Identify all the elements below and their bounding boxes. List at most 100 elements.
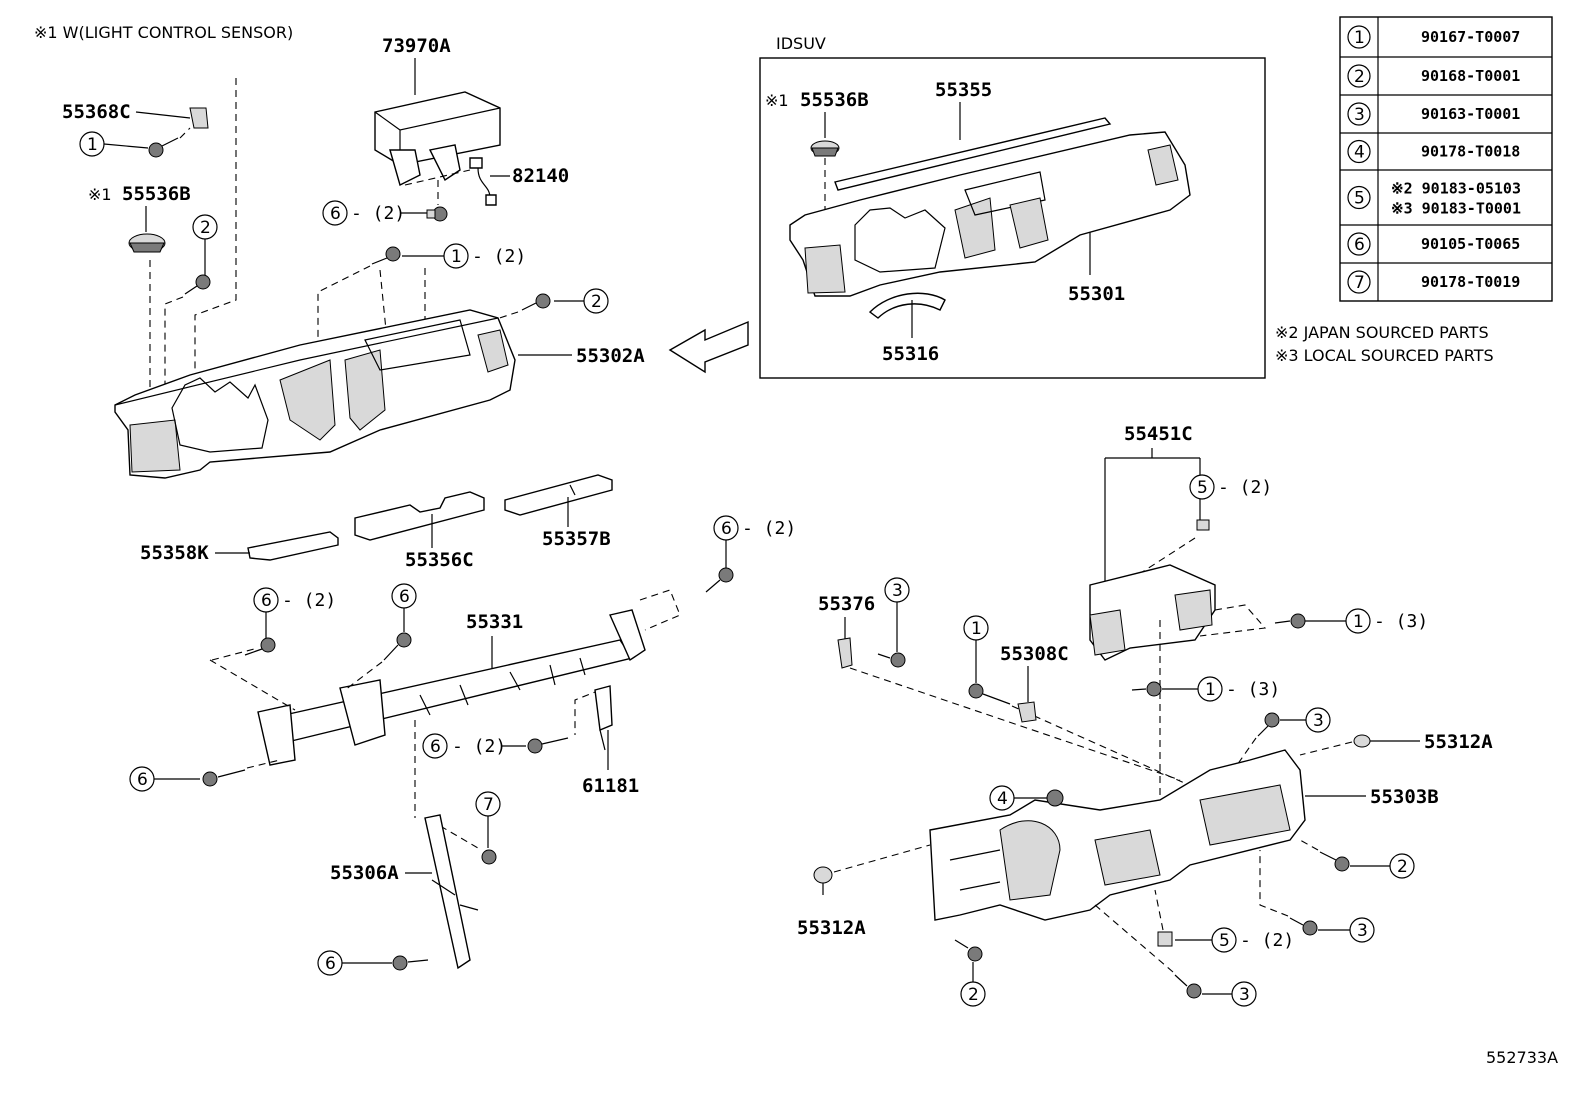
callout-6[interactable]: 6 — [399, 587, 410, 607]
part-55303B[interactable] — [929, 749, 1306, 921]
part-label-55536B[interactable]: 55536B — [800, 89, 869, 111]
part-label-55357B[interactable]: 55357B — [542, 528, 611, 550]
part-55355[interactable] — [834, 117, 1112, 191]
part-55306A[interactable] — [424, 814, 479, 970]
table-ref-circle — [1347, 25, 1371, 49]
callout-6[interactable]: 6 — [137, 770, 148, 790]
part-55368C[interactable] — [189, 107, 209, 129]
callout-3[interactable]: 3 — [892, 581, 903, 601]
callout-qty: - (2) — [351, 203, 405, 224]
callout-qty: - (2) — [282, 590, 336, 611]
clip-icon — [813, 866, 833, 895]
callout-6[interactable]: 6 — [721, 519, 732, 539]
screw-icon — [1289, 917, 1318, 936]
callout-qty: - (3) — [1374, 611, 1428, 632]
part-label-55356C[interactable]: 55356C — [405, 549, 474, 571]
part-label-55331[interactable]: 55331 — [466, 611, 523, 633]
part-label-55308C[interactable]: 55308C — [1000, 643, 1069, 665]
part-label-55306A[interactable]: 55306A — [330, 862, 399, 884]
diagram-id: 552733A — [1486, 1048, 1558, 1067]
callout-5[interactable]: 5 — [1219, 931, 1230, 951]
part-label-55316[interactable]: 55316 — [882, 343, 939, 365]
idsuv-inset — [759, 57, 1266, 379]
callout-qty: - (2) — [452, 736, 506, 757]
note-mark: ※1 — [765, 91, 789, 110]
part-55331[interactable] — [257, 609, 646, 766]
callout-6[interactable]: 6 — [430, 737, 441, 757]
part-55536B[interactable] — [128, 233, 166, 253]
part-label-55312A[interactable]: 55312A — [1424, 731, 1493, 753]
part-label-55376[interactable]: 55376 — [818, 593, 875, 615]
table-part-number: 90163-T0001 — [1421, 105, 1520, 123]
bolt-icon — [383, 632, 412, 661]
callout-6[interactable]: 6 — [325, 954, 336, 974]
part-label-55301[interactable]: 55301 — [1068, 283, 1125, 305]
part-label-55302A[interactable]: 55302A — [576, 345, 645, 367]
callout-7[interactable]: 7 — [483, 795, 494, 815]
local-note: ※3 LOCAL SOURCED PARTS — [1275, 346, 1494, 365]
table-ref-number: 3 — [1354, 105, 1365, 125]
part-label-55536B[interactable]: 55536B — [122, 183, 191, 205]
part-label-55368C[interactable]: 55368C — [62, 101, 131, 123]
table-part-number: 90168-T0001 — [1421, 67, 1520, 85]
part-label-82140[interactable]: 82140 — [512, 165, 569, 187]
callout-2[interactable]: 2 — [968, 985, 979, 1005]
part-82140[interactable] — [469, 157, 497, 206]
callout-2[interactable]: 2 — [1397, 857, 1408, 877]
part-61181[interactable] — [594, 685, 613, 751]
part-label-61181[interactable]: 61181 — [582, 775, 639, 797]
callout-1[interactable]: 1 — [1353, 612, 1364, 632]
part-55536B[interactable] — [810, 140, 840, 157]
note-mark: ※1 — [88, 185, 112, 204]
part-55356C[interactable] — [354, 491, 485, 541]
screw-icon — [877, 652, 906, 668]
callout-3[interactable]: 3 — [1357, 921, 1368, 941]
part-55308C[interactable] — [1017, 701, 1037, 723]
nut-icon — [481, 849, 497, 865]
bolt-icon — [392, 955, 429, 971]
part-label-55312A[interactable]: 55312A — [797, 917, 866, 939]
part-55358K[interactable] — [247, 531, 339, 561]
callout-qty: - (3) — [1226, 679, 1280, 700]
screw-icon — [1131, 681, 1162, 697]
part-label-55358K[interactable]: 55358K — [140, 542, 209, 564]
table-part-number: 90178-T0019 — [1421, 273, 1520, 291]
table-ref-number: 6 — [1354, 235, 1365, 255]
table-ref-circle — [1347, 270, 1371, 294]
callout-2[interactable]: 2 — [591, 292, 602, 312]
part-55316[interactable] — [868, 292, 946, 319]
part-55376[interactable] — [837, 637, 853, 669]
callout-5[interactable]: 5 — [1197, 478, 1208, 498]
callout-4[interactable]: 4 — [997, 789, 1008, 809]
callout-1[interactable]: 1 — [971, 619, 982, 639]
part-55357B[interactable] — [504, 474, 613, 516]
part-label-55303B[interactable]: 55303B — [1370, 786, 1439, 808]
callout-qty: - (2) — [472, 246, 526, 267]
callout-6[interactable]: 6 — [261, 591, 272, 611]
part-label-55451C[interactable]: 55451C — [1124, 423, 1193, 445]
table-part-number: 90105-T0065 — [1421, 235, 1520, 253]
part-73970A[interactable] — [374, 91, 501, 187]
screw-icon — [1274, 613, 1306, 629]
callout-2[interactable]: 2 — [200, 218, 211, 238]
table-ref-circle — [1347, 102, 1371, 126]
callout-1[interactable]: 1 — [451, 247, 462, 267]
part-label-73970A[interactable]: 73970A — [382, 35, 451, 57]
part-55301[interactable] — [789, 131, 1191, 297]
part-55451C[interactable] — [1089, 564, 1216, 661]
screw-icon — [371, 246, 401, 265]
nut-icon — [1046, 789, 1064, 807]
part-label-55355[interactable]: 55355 — [935, 79, 992, 101]
clip-icon — [1196, 519, 1210, 531]
table-part-number: ※2 90183-05103 — [1391, 180, 1521, 198]
screw-icon — [954, 939, 983, 962]
callout-3[interactable]: 3 — [1313, 711, 1324, 731]
inset-label: IDSUV — [776, 34, 826, 53]
callout-6[interactable]: 6 — [330, 204, 341, 224]
callout-1[interactable]: 1 — [1205, 680, 1216, 700]
callout-3[interactable]: 3 — [1239, 985, 1250, 1005]
arrow-left-icon — [668, 320, 749, 374]
callout-1[interactable]: 1 — [87, 135, 98, 155]
part-55302A[interactable] — [114, 309, 516, 479]
